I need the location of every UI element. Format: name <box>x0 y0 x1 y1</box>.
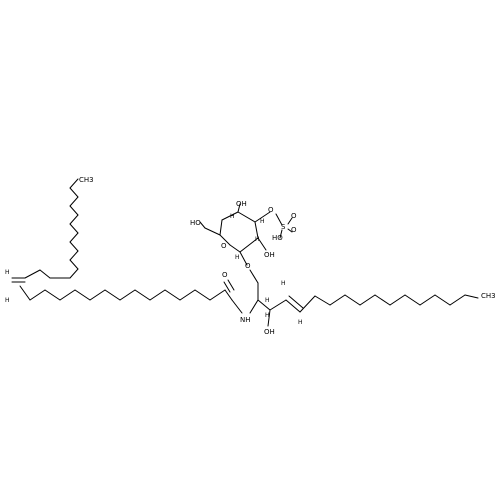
acyl-chain-bond <box>179 289 196 301</box>
acyl-chain-bond <box>89 289 106 301</box>
sphingoid-chain-bond <box>449 294 466 306</box>
sugar-ring-bond <box>219 234 231 246</box>
acyl-chain-bond <box>59 289 76 301</box>
amide-bond <box>231 299 243 314</box>
sphingoid-chain-bond <box>464 294 479 299</box>
acyl-chain-bond <box>209 289 226 301</box>
c4-hydrogen-label: H <box>230 213 235 220</box>
sulfate-ester-oxygen-label: O <box>268 206 274 214</box>
acyl-chain-bond <box>69 268 79 279</box>
sphingoid-chain-bond <box>359 294 376 306</box>
acyl-chain-bond <box>69 250 79 261</box>
hydroxymethyl-bond <box>199 221 206 229</box>
amide-nh-label: NH <box>240 316 251 324</box>
c4-hydroxyl-label: OH <box>236 200 247 208</box>
sugar-ring-bond <box>237 211 256 223</box>
c1-hydrogen-label: H <box>235 254 240 261</box>
bond-lines <box>11 178 479 327</box>
sphingoid-chain-bond <box>299 295 316 313</box>
carbonyl-double-bond <box>227 279 235 291</box>
sugar-ring-bond <box>219 219 223 236</box>
sulfate-double-bond <box>287 228 293 233</box>
sulfate-ester-bond <box>254 211 271 223</box>
c2-hydroxyl-bond <box>257 237 267 251</box>
sphingoid-chain-bond <box>389 294 406 306</box>
acyl-chain-bond <box>224 289 233 301</box>
amide-oxygen-label: O <box>222 271 228 279</box>
methyl-label-sphingoid: CH3 <box>481 292 496 300</box>
sulfate-oxygen-label-2: O <box>291 226 297 234</box>
sphingoid-chain-bond <box>314 295 331 306</box>
ring-oxygen-label: O <box>221 242 227 250</box>
amide-bond <box>249 299 259 314</box>
sphingoid-bond <box>267 309 271 327</box>
sulfate-bond <box>275 213 283 226</box>
acyl-chain-bond <box>74 289 91 301</box>
hydroxymethyl-bond <box>204 227 221 236</box>
acyl-chain-bond <box>69 223 79 234</box>
methyl-label-acyl: CH3 <box>79 176 94 184</box>
sulfate-double-bond <box>287 217 293 225</box>
sphingosine-c3-hydrogen-label: H <box>265 312 270 319</box>
acyl-chain-bond <box>119 289 136 301</box>
sphingoid-chain-bond <box>419 294 436 306</box>
c2-hydroxyl-label: OH <box>264 251 275 259</box>
trans-hydrogen-label-1: H <box>281 280 286 287</box>
cis-hydrogen-label-1: H <box>5 269 10 276</box>
acyl-chain-bond <box>69 187 79 198</box>
acyl-chain-bond <box>69 232 79 243</box>
sulfur-atom-label: S <box>281 223 286 231</box>
acyl-chain-bond <box>44 289 61 301</box>
acyl-chain-bond <box>39 269 51 279</box>
sugar-ring-bond <box>229 244 241 253</box>
sulfate-hydroxyl-label: HO <box>272 234 283 242</box>
sphingoid-chain-bond <box>329 294 346 306</box>
acyl-chain-bond <box>149 289 166 301</box>
carbonyl-double-bond <box>223 281 231 293</box>
sphingoid-chain-bond <box>434 294 451 306</box>
cis-hydrogen-label-2: H <box>5 297 10 304</box>
glycerol-bond <box>249 269 259 284</box>
glycosidic-bond <box>239 251 248 266</box>
sugar-ring-bond <box>239 237 259 253</box>
atom-labels: CH3 H H O NH O O HO OH H H H OH H O S O … <box>5 176 496 336</box>
c2-hydrogen-label: H <box>255 236 260 243</box>
sphingosine-c3-hydroxyl-label: OH <box>264 328 275 336</box>
acyl-chain-bond <box>69 196 79 207</box>
trans-double-bond <box>288 295 304 309</box>
sugar-ring-bond <box>221 211 239 221</box>
acyl-chain-bond <box>194 289 211 301</box>
acyl-chain-bond <box>19 285 31 301</box>
acyl-chain-bond <box>104 289 121 301</box>
sulfate-bond <box>279 229 283 239</box>
sphingoid-chain-bond <box>404 294 421 306</box>
acyl-chain-bond <box>69 259 79 270</box>
sugar-ring-bond <box>254 221 259 239</box>
acyl-chain-bond <box>69 178 79 189</box>
sulfate-oxygen-label-1: O <box>291 212 297 220</box>
acyl-chain-bond <box>24 269 41 279</box>
acyl-chain-bond <box>69 205 79 216</box>
acyl-chain-bond <box>69 241 79 252</box>
sphingoid-bond <box>269 299 287 311</box>
hydroxymethyl-label: HO <box>190 219 201 227</box>
sphingoid-chain-bond <box>344 294 361 306</box>
sphingoid-chain-bond <box>374 294 391 306</box>
sphingosine-c2-hydrogen-label: H <box>265 297 270 304</box>
trans-hydrogen-label-2: H <box>298 319 303 326</box>
c4-hydroxyl-bond <box>237 203 241 213</box>
trans-double-bond <box>285 299 301 313</box>
acyl-chain-bond <box>29 289 46 301</box>
acyl-chain-bond <box>134 289 151 301</box>
c3-hydrogen-label: H <box>260 218 265 225</box>
sphingoid-bond <box>257 299 271 311</box>
acyl-chain-bond <box>69 214 79 225</box>
acyl-chain-bond <box>164 289 181 301</box>
glycosidic-oxygen-label: O <box>245 262 251 270</box>
